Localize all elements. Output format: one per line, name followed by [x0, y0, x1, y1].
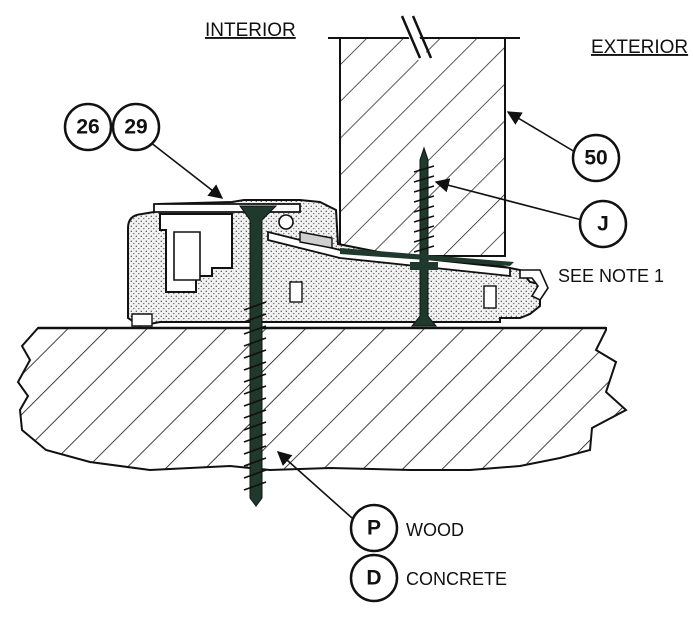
wood-label: WOOD — [406, 520, 464, 540]
callout-50: 50 — [571, 133, 621, 183]
svg-text:P: P — [367, 517, 381, 540]
sealant-bead — [340, 248, 514, 266]
svg-text:26: 26 — [76, 116, 99, 139]
exterior-label: EXTERIOR — [591, 37, 688, 58]
anchor-screw-p-d — [239, 205, 278, 507]
callout-29: 29 — [111, 102, 161, 152]
callout-d: D — [349, 553, 399, 603]
callout-p: P — [349, 503, 399, 553]
concrete-label: CONCRETE — [406, 569, 507, 589]
leader-26-29 — [149, 141, 224, 199]
leader-p-d — [276, 451, 353, 519]
substrate-floor — [16, 327, 628, 472]
jamb-screw-j — [410, 146, 438, 327]
leader-j — [434, 178, 583, 221]
callout-j: J — [578, 199, 628, 249]
svg-text:50: 50 — [584, 147, 607, 170]
svg-text:29: 29 — [124, 116, 147, 139]
svg-text:J: J — [597, 213, 609, 236]
see-note-label: SEE NOTE 1 — [558, 266, 664, 286]
leader-50 — [506, 111, 576, 153]
interior-label: INTERIOR — [205, 20, 296, 41]
svg-text:D: D — [366, 567, 381, 590]
callout-26: 26 — [63, 102, 113, 152]
